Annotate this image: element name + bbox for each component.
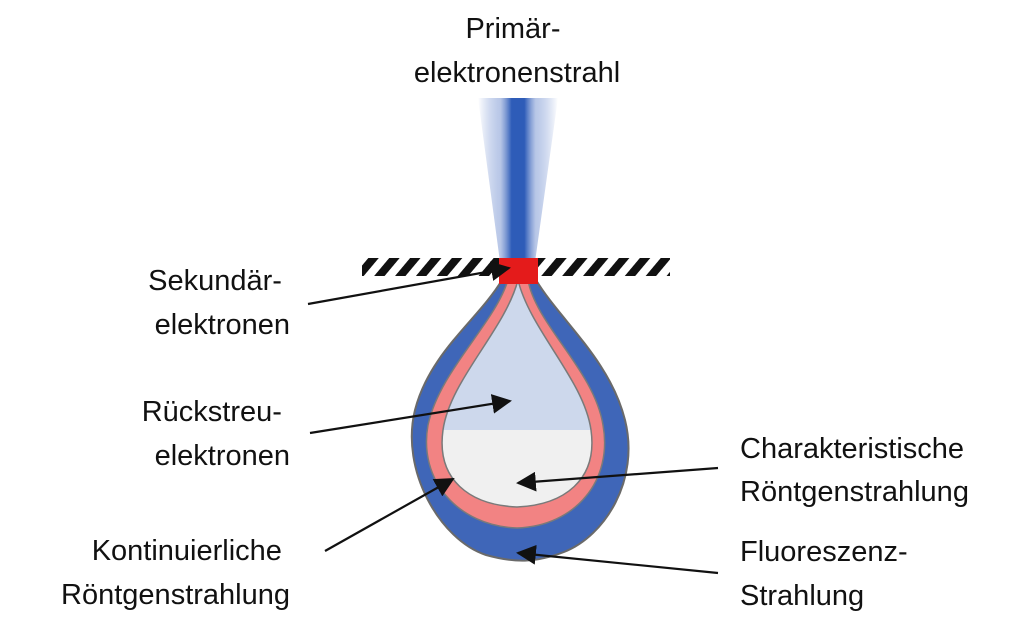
label-secondary-electrons: Sekundär- elektronen (148, 265, 290, 341)
inner-core-outline (441, 279, 593, 508)
primary-electron-beam (478, 98, 558, 262)
label-primary-beam: Primär- elektronenstrahl (414, 13, 620, 89)
label-characteristic-xray: Charakteristische Röntgenstrahlung (740, 433, 972, 508)
secondary-electron-zone (499, 258, 538, 284)
arrow-fluorescence (516, 544, 719, 575)
label-backscatter-electrons: Rückstreu- elektronen (142, 396, 290, 472)
sample-surface-left (362, 258, 500, 276)
arrow-secondary (307, 261, 511, 306)
label-fluorescence: Fluoreszenz- Strahlung (740, 536, 916, 612)
arrow-continuous (324, 478, 455, 552)
arrow-backscatter (309, 394, 512, 435)
arrow-characteristic (516, 466, 719, 492)
sample-surface-right (538, 258, 670, 276)
label-continuous-xray: Kontinuierliche Röntgenstrahlung (61, 535, 290, 611)
